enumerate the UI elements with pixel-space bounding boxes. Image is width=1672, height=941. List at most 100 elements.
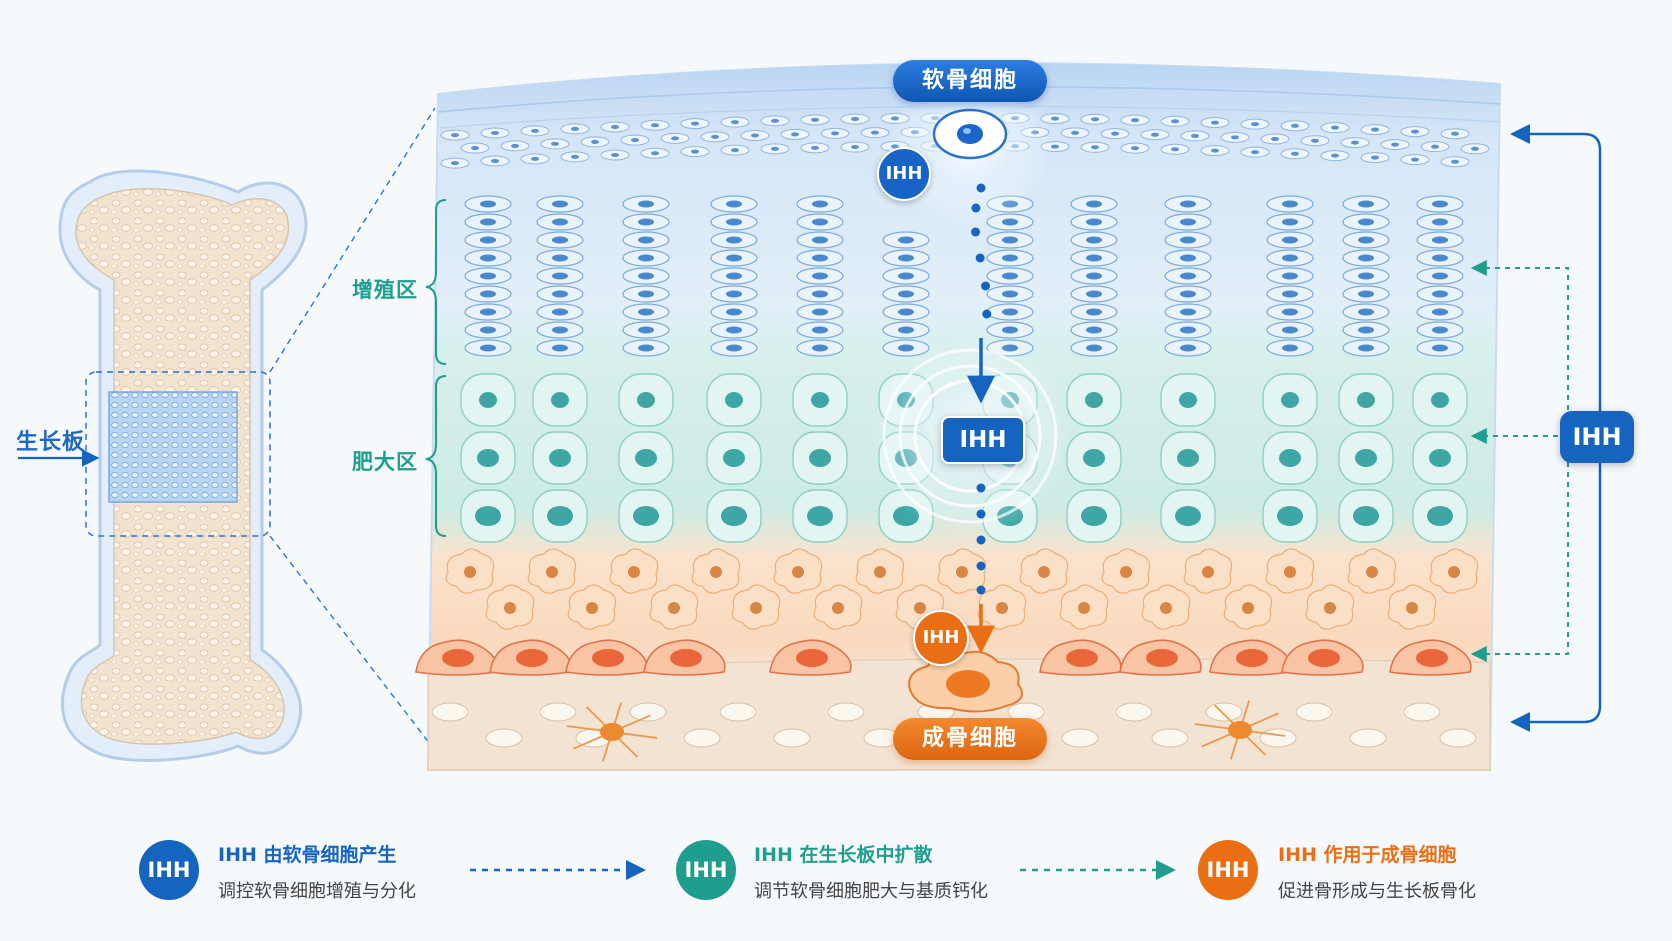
proliferative-nucleus	[1180, 200, 1196, 208]
hypertrophic-nucleus	[1179, 392, 1197, 408]
flat-cell-nucleus	[1351, 140, 1359, 145]
proliferative-nucleus	[812, 218, 828, 226]
flat-cell-nucleus	[591, 139, 599, 144]
bone-lacuna	[431, 702, 469, 722]
flat-cell-nucleus	[491, 158, 499, 163]
flat-cell-nucleus	[611, 124, 619, 129]
legend-badge-osteoblast: IHH	[1198, 840, 1258, 900]
flat-cell-nucleus	[871, 130, 879, 135]
osteocyte-body	[1228, 721, 1252, 739]
mesenchymal-nucleus	[996, 602, 1008, 614]
flat-cell-nucleus	[1251, 150, 1259, 155]
osteoblast-nucleus	[442, 649, 474, 667]
flat-cell-nucleus	[1451, 131, 1459, 136]
flat-cell-nucleus	[531, 128, 539, 133]
proliferative-nucleus	[1180, 236, 1196, 244]
flat-cell-nucleus	[1291, 123, 1299, 128]
bone-lacuna	[1115, 702, 1153, 722]
proliferative-nucleus	[638, 326, 654, 334]
osteoblast-nucleus	[796, 649, 828, 667]
proliferative-nucleus	[1432, 218, 1448, 226]
flat-cell-nucleus	[1331, 125, 1339, 130]
proliferative-nucleus	[552, 254, 568, 262]
proliferative-nucleus	[726, 218, 742, 226]
hypertrophic-nucleus	[633, 506, 659, 526]
flat-cell-nucleus	[651, 123, 659, 128]
hypertrophic-nucleus	[809, 449, 831, 467]
ihh-flow-dot	[975, 253, 985, 263]
proliferative-nucleus	[1358, 308, 1374, 316]
flat-cell-nucleus	[511, 143, 519, 148]
proliferative-nucleus	[1358, 344, 1374, 352]
legend-desc-osteoblast: 促进骨形成与生长板骨化	[1278, 881, 1476, 902]
proliferative-nucleus	[638, 200, 654, 208]
proliferative-nucleus	[812, 200, 828, 208]
flat-cell-nucleus	[1371, 155, 1379, 160]
proliferative-nucleus	[1002, 218, 1018, 226]
proliferative-nucleus	[898, 308, 914, 316]
bone-lacuna	[1439, 728, 1477, 748]
proliferative-nucleus	[552, 218, 568, 226]
mesenchymal-nucleus	[1284, 566, 1296, 578]
flat-cell-nucleus	[651, 151, 659, 156]
proliferative-nucleus	[726, 290, 742, 298]
proliferative-nucleus	[1180, 344, 1196, 352]
ihh-flow-dot	[976, 535, 986, 545]
proliferative-nucleus	[1002, 254, 1018, 262]
flat-cell-nucleus	[531, 156, 539, 161]
mesenchymal-nucleus	[504, 602, 516, 614]
hypertrophic-nucleus	[721, 506, 747, 526]
bone-lacuna	[539, 702, 577, 722]
flat-cell-nucleus	[1091, 145, 1099, 150]
proliferative-nucleus	[638, 344, 654, 352]
osteoblast-nucleus	[670, 649, 702, 667]
proliferative-nucleus	[726, 200, 742, 208]
central-signal	[870, 63, 1070, 713]
flat-cell-nucleus	[571, 154, 579, 159]
osteoblast-label: 成骨细胞	[893, 718, 1047, 760]
proliferative-nucleus	[1002, 308, 1018, 316]
flat-cell-nucleus	[1171, 147, 1179, 152]
flat-cell-nucleus	[1331, 153, 1339, 158]
flat-cell-nucleus	[791, 132, 799, 137]
proliferative-nucleus	[552, 326, 568, 334]
proliferative-nucleus	[1432, 254, 1448, 262]
ihh-diffusion-badge: IHH	[941, 416, 1025, 464]
proliferative-nucleus	[552, 236, 568, 244]
flat-cell-nucleus	[1311, 138, 1319, 143]
proliferative-nucleus	[1002, 326, 1018, 334]
hypertrophic-nucleus	[723, 449, 745, 467]
proliferative-nucleus	[552, 344, 568, 352]
mesenchymal-nucleus	[1160, 602, 1172, 614]
flat-cell-nucleus	[1131, 146, 1139, 151]
flat-cell-nucleus	[851, 145, 859, 150]
hypertrophic-nucleus	[1281, 392, 1299, 408]
proliferative-nucleus	[1432, 200, 1448, 208]
proliferative-nucleus	[1086, 236, 1102, 244]
mesenchymal-nucleus	[914, 602, 926, 614]
flat-cell-nucleus	[1271, 136, 1279, 141]
proliferative-nucleus	[1282, 308, 1298, 316]
proliferative-nucleus	[1282, 254, 1298, 262]
proliferative-nucleus	[1086, 272, 1102, 280]
flat-cell-nucleus	[551, 141, 559, 146]
proliferative-nucleus	[1086, 308, 1102, 316]
bone-lacuna	[773, 728, 811, 748]
hypertrophic-nucleus	[1353, 506, 1379, 526]
flat-cell-nucleus	[1411, 157, 1419, 162]
mesenchymal-nucleus	[546, 566, 558, 578]
bone-lacuna	[485, 728, 523, 748]
proliferative-nucleus	[1002, 290, 1018, 298]
proliferative-nucleus	[480, 254, 496, 262]
proliferative-nucleus	[1282, 200, 1298, 208]
hypertrophic-nucleus	[1175, 506, 1201, 526]
flat-cell-nucleus	[731, 148, 739, 153]
proliferative-nucleus	[480, 326, 496, 334]
proliferative-nucleus	[898, 236, 914, 244]
proliferative-nucleus	[1282, 290, 1298, 298]
flat-cell-nucleus	[1051, 144, 1059, 149]
bone-lacuna	[1151, 728, 1189, 748]
proliferative-nucleus	[726, 326, 742, 334]
ihh-flow-dot	[971, 227, 981, 237]
